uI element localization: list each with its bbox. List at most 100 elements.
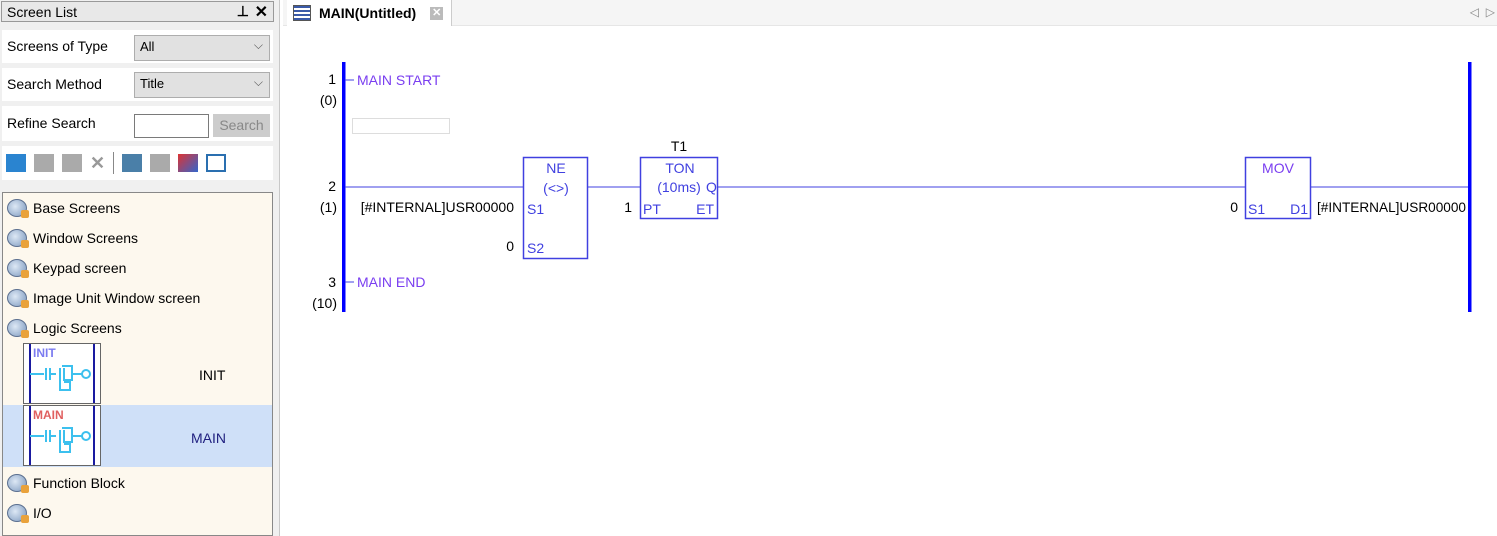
toolbar-divider xyxy=(113,152,115,174)
tree-item-window-screens[interactable]: Window Screens xyxy=(7,227,138,249)
screens-of-type-select[interactable]: All ⌵ xyxy=(134,35,270,61)
new-screen-icon[interactable] xyxy=(6,154,26,172)
scroll-right-icon[interactable]: ▷ xyxy=(1485,5,1495,19)
screen-overlap-icon[interactable] xyxy=(150,154,171,172)
mov-box[interactable] xyxy=(1244,156,1312,220)
ton-pt-pin: PT xyxy=(643,201,661,217)
main-start-label[interactable]: MAIN START xyxy=(357,72,441,88)
select-value: All xyxy=(140,39,155,54)
right-power-rail xyxy=(1468,62,1472,312)
logic-screen-main[interactable]: MAIN MAIN xyxy=(3,405,272,467)
screens-of-type-row: Screens of Type All ⌵ xyxy=(2,30,273,63)
ne-s2-pin: S2 xyxy=(527,240,544,256)
tab-main[interactable]: MAIN(Untitled) ✕ xyxy=(287,0,453,26)
rung-number: 3 xyxy=(328,274,336,290)
screen-name: INIT xyxy=(199,367,226,383)
tree-item-logic-screens[interactable]: Logic Screens xyxy=(7,317,122,339)
ton-instruction[interactable]: T1 TON (10ms) Q PT ET 1 xyxy=(624,138,719,220)
ton-subtitle: (10ms) xyxy=(657,179,701,195)
search-button[interactable]: Search xyxy=(213,114,270,137)
tree-label: Image Unit Window screen xyxy=(33,290,201,306)
screen-group-icon xyxy=(7,504,29,523)
ton-q-pin: Q xyxy=(706,179,717,195)
tree-item-base-screens[interactable]: Base Screens xyxy=(7,197,120,219)
ne-title: NE xyxy=(546,160,565,176)
ne-box[interactable] xyxy=(522,156,589,260)
svg-text:MAIN: MAIN xyxy=(33,408,64,422)
tree-item-io[interactable]: I/O xyxy=(7,502,52,524)
search-method-label: Search Method xyxy=(7,76,102,92)
refine-search-label: Refine Search xyxy=(7,115,96,131)
ton-et-pin: ET xyxy=(696,201,714,217)
tree-item-image-unit[interactable]: Image Unit Window screen xyxy=(7,287,200,309)
ne-subtitle: (<>) xyxy=(543,180,569,196)
screen-group-icon xyxy=(7,259,29,278)
tree-label: I/O xyxy=(33,505,52,521)
chevron-down-icon: ⌵ xyxy=(253,75,263,89)
comment-box[interactable] xyxy=(352,118,450,134)
main-end-label[interactable]: MAIN END xyxy=(357,274,425,290)
search-method-row: Search Method Title⌵ xyxy=(2,68,273,101)
tree-label: Base Screens xyxy=(33,200,121,216)
rung-step: (0) xyxy=(320,92,337,108)
panel-title: Screen List xyxy=(7,4,78,20)
pin-icon[interactable]: ⊥ xyxy=(236,3,249,19)
panel-title-bar: Screen List ⊥ ✕ xyxy=(1,1,274,22)
ton-pt-operand[interactable]: 1 xyxy=(624,199,632,215)
screen-group-icon xyxy=(7,199,29,218)
svg-text:INIT: INIT xyxy=(33,346,56,360)
tree-label: Function Block xyxy=(33,475,125,491)
screen-link-icon[interactable] xyxy=(206,154,227,172)
tab-title: MAIN(Untitled) xyxy=(319,5,417,21)
screen-name: MAIN xyxy=(191,430,226,446)
tree-item-keypad-screen[interactable]: Keypad screen xyxy=(7,257,126,279)
copy-screen-icon[interactable] xyxy=(34,154,54,172)
ne-instruction[interactable]: NE (<>) S1 S2 [#INTERNAL]USR00000 0 xyxy=(361,156,589,260)
mov-s1-operand[interactable]: 0 xyxy=(1230,199,1238,215)
chevron-down-icon: ⌵ xyxy=(253,38,263,52)
screen-properties-icon[interactable] xyxy=(122,154,143,172)
ne-s2-operand[interactable]: 0 xyxy=(506,238,514,254)
mov-instruction[interactable]: MOV S1 D1 0 [#INTERNAL]USR00000 xyxy=(1230,156,1466,220)
tree-label: Logic Screens xyxy=(33,320,122,336)
rung-step: (1) xyxy=(320,199,337,215)
ton-title: TON xyxy=(665,160,694,176)
screen-group-icon xyxy=(7,229,29,248)
rung-number: 1 xyxy=(328,71,336,87)
rung-number: 2 xyxy=(328,178,336,194)
screen-toolbar: ✕ xyxy=(2,146,273,180)
screens-of-type-label: Screens of Type xyxy=(7,38,108,54)
screen-convert-icon[interactable] xyxy=(178,154,199,172)
mov-d1-pin: D1 xyxy=(1290,201,1308,217)
editor-tab-bar: MAIN(Untitled) ✕ ◁ ▷ xyxy=(283,0,1497,26)
screen-group-icon xyxy=(7,289,29,308)
close-tab-icon[interactable]: ✕ xyxy=(430,6,444,20)
ladder-thumbnail-icon: MAIN xyxy=(23,405,101,466)
left-power-rail xyxy=(342,62,346,312)
screen-group-icon xyxy=(7,474,29,493)
scroll-left-icon[interactable]: ◁ xyxy=(1469,5,1479,19)
screen-list-panel: Screen List ⊥ ✕ Screens of Type All ⌵ Sea… xyxy=(0,0,280,536)
ton-box[interactable] xyxy=(639,156,719,220)
ne-s1-pin: S1 xyxy=(527,201,544,217)
mov-title: MOV xyxy=(1262,160,1295,176)
rung-step: (10) xyxy=(312,295,337,311)
screen-tree: Base Screens Window Screens Keypad scree… xyxy=(2,192,273,536)
paste-screen-icon[interactable] xyxy=(62,154,82,172)
tree-item-function-block[interactable]: Function Block xyxy=(7,472,125,494)
ne-s1-operand[interactable]: [#INTERNAL]USR00000 xyxy=(361,199,515,215)
refine-search-input[interactable] xyxy=(134,114,209,138)
mov-d1-operand[interactable]: [#INTERNAL]USR00000 xyxy=(1317,199,1466,215)
mov-s1-pin: S1 xyxy=(1248,201,1265,217)
search-method-select[interactable]: Title⌵ xyxy=(134,72,270,98)
delete-icon[interactable]: ✕ xyxy=(90,152,106,173)
timer-name[interactable]: T1 xyxy=(671,138,688,154)
close-icon[interactable]: ✕ xyxy=(254,4,268,21)
logic-screen-init[interactable]: INIT INIT xyxy=(3,342,272,404)
screen-group-icon xyxy=(7,319,29,338)
refine-search-row: Refine Search Search xyxy=(2,106,273,141)
ladder-thumbnail-icon: INIT xyxy=(23,343,101,404)
ladder-screen-icon xyxy=(293,5,311,21)
tree-label: Keypad screen xyxy=(33,260,127,276)
